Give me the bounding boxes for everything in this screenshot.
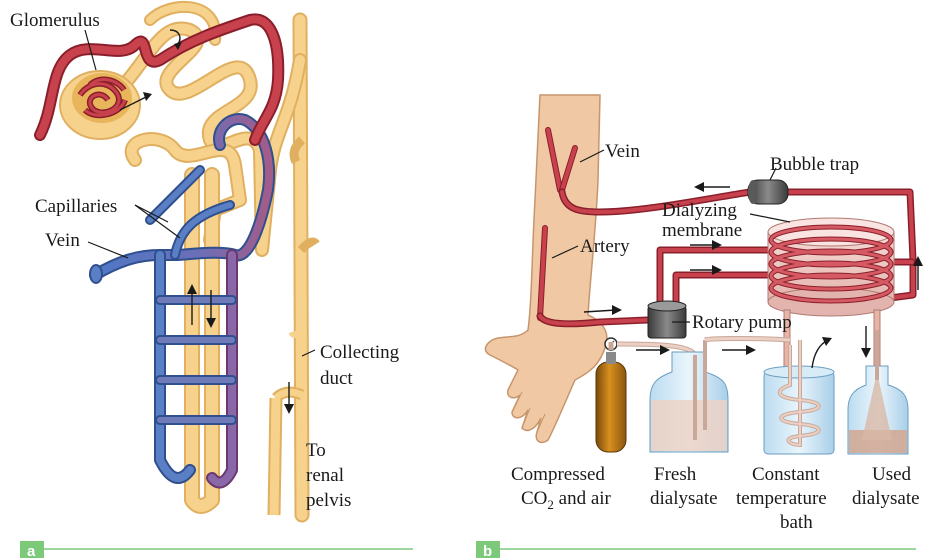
label-glomerulus: Glomerulus xyxy=(10,10,100,31)
label-co2-air: CO2 and air xyxy=(521,488,612,512)
dialysis-diagram: Vein Artery Bubble trap Dialyzing membra… xyxy=(476,95,923,558)
label-renal: renal xyxy=(306,465,344,486)
label-pelvis: pelvis xyxy=(306,490,351,511)
nephron-diagram: Glomerulus Capillaries Vein Collecting d… xyxy=(10,7,413,558)
used-dialysate-bottle xyxy=(848,330,908,454)
label-vein-a: Vein xyxy=(45,230,80,251)
label-capillaries: Capillaries xyxy=(35,196,117,217)
label-and-air: and air xyxy=(554,488,612,509)
label-membrane: membrane xyxy=(662,220,742,241)
panel-tag-a: a xyxy=(20,541,413,558)
temperature-bath xyxy=(764,340,834,454)
label-collecting: Collecting xyxy=(320,342,400,363)
bubble-trap xyxy=(748,180,788,204)
panel-letter-a: a xyxy=(27,543,36,558)
label-used: Used xyxy=(872,464,912,485)
label-artery: Artery xyxy=(580,236,630,257)
label-co: CO xyxy=(521,488,547,509)
label-fresh: Fresh xyxy=(654,464,697,485)
label-compressed: Compressed xyxy=(511,464,605,485)
label-to: To xyxy=(306,440,326,461)
label-temperature: temperature xyxy=(736,488,827,509)
label-duct: duct xyxy=(320,368,353,389)
label-rotary-pump: Rotary pump xyxy=(692,312,792,333)
rotary-pump xyxy=(648,301,686,338)
label-fresh-dialysate: dialysate xyxy=(650,488,718,509)
label-vein-b: Vein xyxy=(605,141,640,162)
label-constant: Constant xyxy=(752,464,820,485)
glomerulus-capsule xyxy=(60,71,140,139)
label-used-dialysate: dialysate xyxy=(852,488,920,509)
arm xyxy=(485,95,606,442)
panel-tag-b: b xyxy=(476,541,916,558)
label-bath: bath xyxy=(780,512,813,533)
panel-letter-b: b xyxy=(483,543,492,558)
label-bubble-trap: Bubble trap xyxy=(770,154,859,175)
label-dialyzing: Dialyzing xyxy=(662,200,737,221)
